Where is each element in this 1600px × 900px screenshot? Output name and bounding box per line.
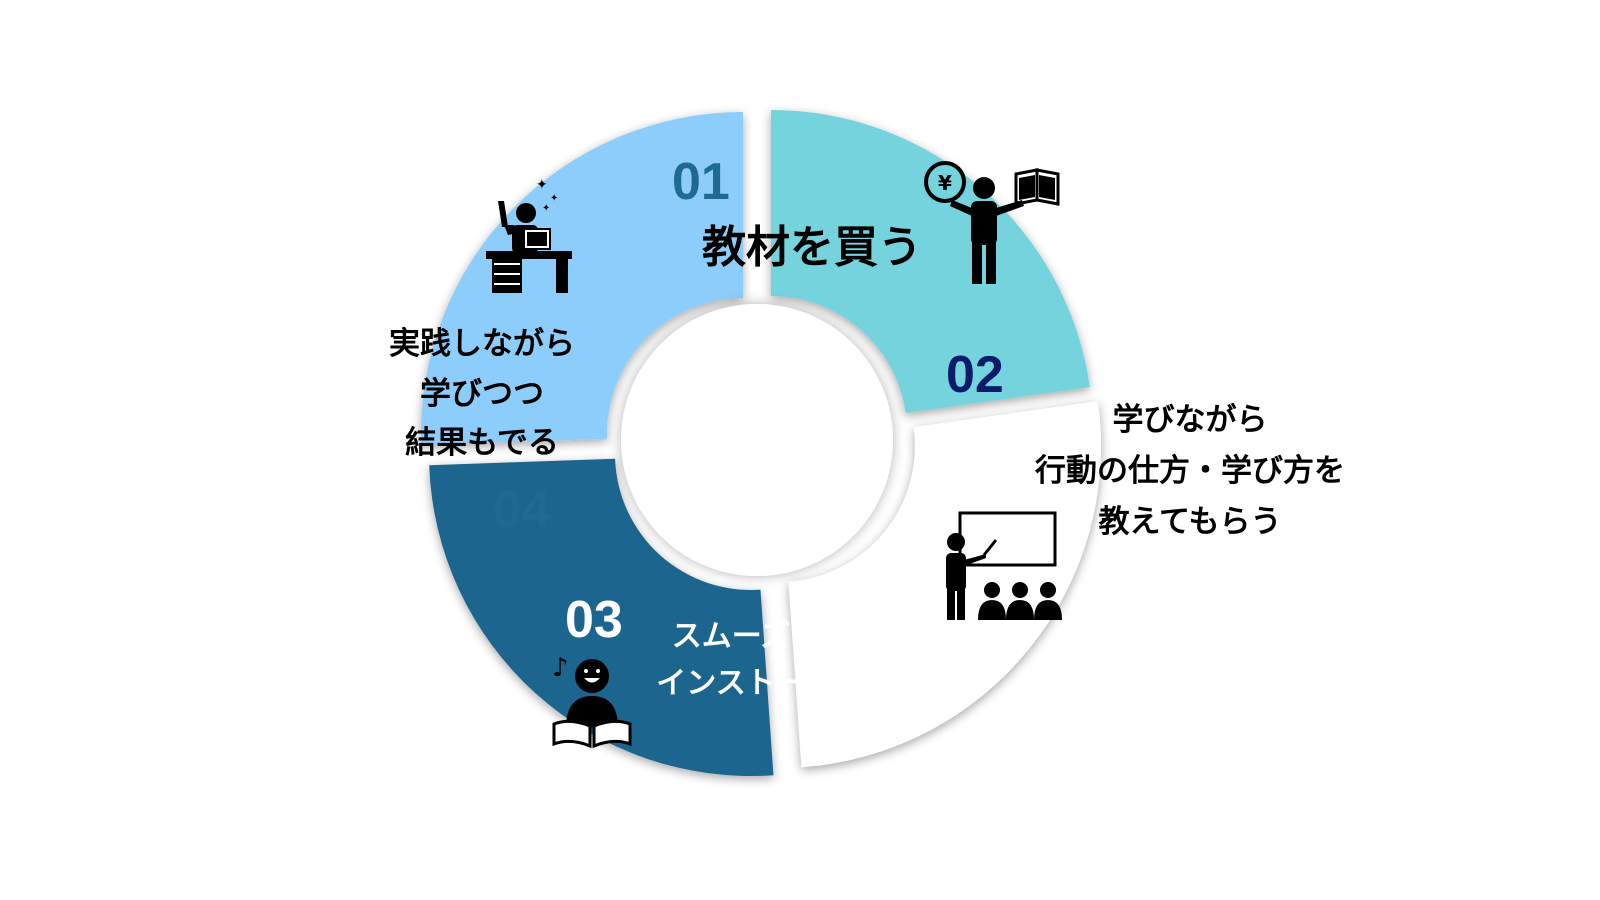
segment-04 [421, 112, 743, 446]
smiling-reader-book-icon: ♪ [552, 653, 632, 749]
step-01-number: 01 [672, 153, 730, 211]
svg-text:¥: ¥ [938, 171, 952, 195]
step-04-label: 実践しながら 学びつつ 結果もでる [389, 326, 575, 462]
segment-02 [788, 401, 1101, 768]
segment-03 [429, 458, 774, 776]
step-02-label: 学びながら 行動の仕方・学び方を 教えてもらう [1035, 402, 1345, 541]
step-03-number: 03 [565, 591, 623, 649]
step-04-number: 04 [493, 481, 551, 539]
svg-text:✦: ✦ [536, 177, 548, 193]
svg-text:♪: ♪ [552, 653, 569, 683]
center-hole [621, 304, 893, 576]
step-02-number: 02 [946, 346, 1004, 404]
teacher-whiteboard-audience-icon [946, 511, 1062, 620]
desk-laptop-raised-hand-icon: ✦ ✦ ✦ [486, 177, 572, 293]
segment-01 [771, 110, 1090, 414]
svg-text:✦: ✦ [542, 203, 550, 214]
presenter-yen-book-icon: ¥ [924, 161, 1060, 284]
step-01-label: 教材を買う [702, 222, 922, 273]
svg-text:✦: ✦ [550, 193, 558, 204]
step-03-label: スムーズに インストール [656, 619, 836, 701]
